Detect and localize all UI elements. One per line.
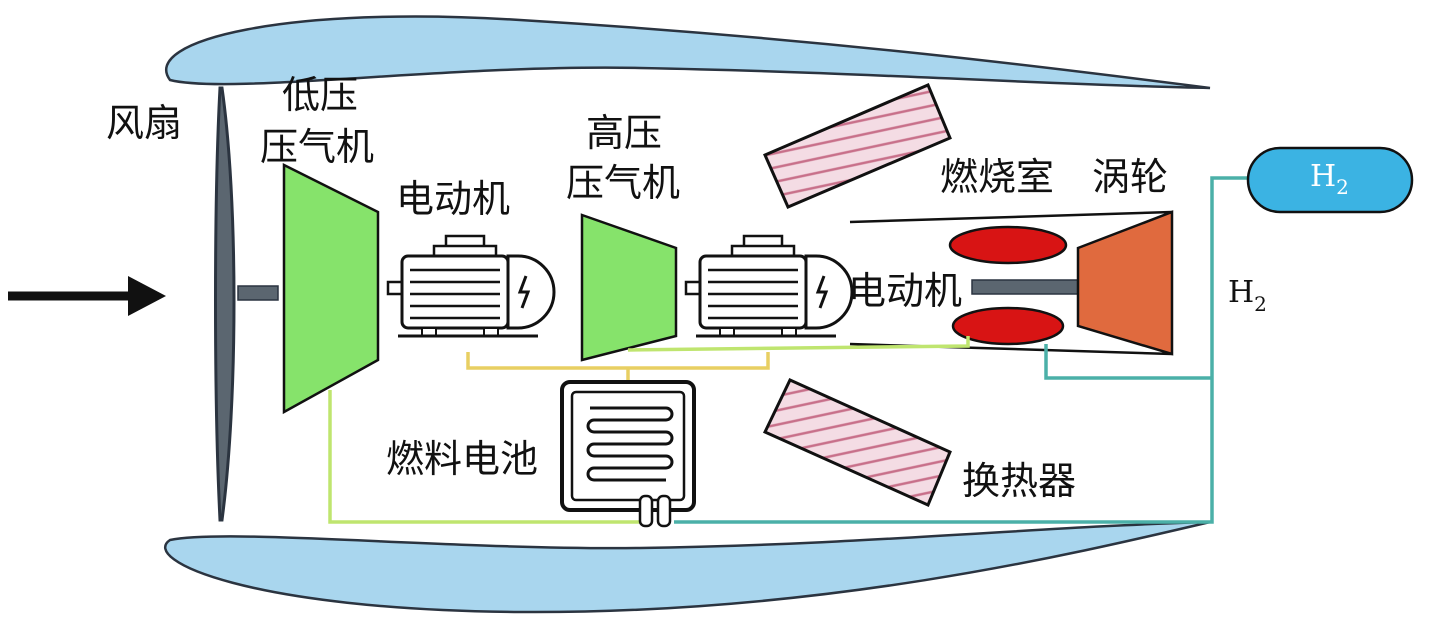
hydrogen-tank-label: H2 <box>1310 159 1349 199</box>
core-casing-top <box>849 210 1173 224</box>
hydrogen-pipe-combustor <box>1044 344 1212 380</box>
low-pressure-compressor <box>282 162 380 415</box>
label-lpc-line2: 压气机 <box>260 125 374 169</box>
fuel-cell-icon <box>560 380 696 528</box>
heat-exchanger-lower <box>762 378 952 507</box>
combustor-lower <box>951 306 1065 346</box>
label-lpc-line1: 低压 <box>282 73 358 117</box>
heat-exchanger-upper <box>763 83 952 209</box>
hydrogen-pipe-main <box>674 176 1252 524</box>
fan-shaft <box>237 285 279 301</box>
airflow-arrow <box>8 276 166 316</box>
turbine <box>1076 210 1174 356</box>
label-hpc-line2: 压气机 <box>566 161 680 205</box>
label-combustor: 燃烧室 <box>940 155 1054 199</box>
label-turbine: 涡轮 <box>1092 155 1168 199</box>
label-fan: 风扇 <box>106 101 182 145</box>
label-motor-1: 电动机 <box>396 177 510 221</box>
wire-lpc-fuelcell <box>328 390 648 524</box>
label-hydrogen-pipe: H2 <box>1228 275 1267 316</box>
wire-motor-bus <box>466 352 770 370</box>
fan-blade <box>214 86 236 522</box>
nacelle-lower <box>164 520 1211 614</box>
nacelle-upper <box>164 15 1211 90</box>
high-pressure-compressor <box>580 213 678 362</box>
core-shaft <box>971 279 1079 295</box>
hydrogen-tank <box>1246 146 1414 214</box>
label-fuel-cell: 燃料电池 <box>386 437 538 481</box>
motor-1-icon <box>386 234 556 338</box>
motor-2-icon <box>684 234 854 338</box>
label-motor-2: 电动机 <box>848 269 962 313</box>
label-heat-exchanger: 换热器 <box>962 459 1076 503</box>
combustor-upper <box>948 225 1068 265</box>
label-hpc-line1: 高压 <box>586 111 662 155</box>
wire-combustor-link <box>627 336 970 352</box>
